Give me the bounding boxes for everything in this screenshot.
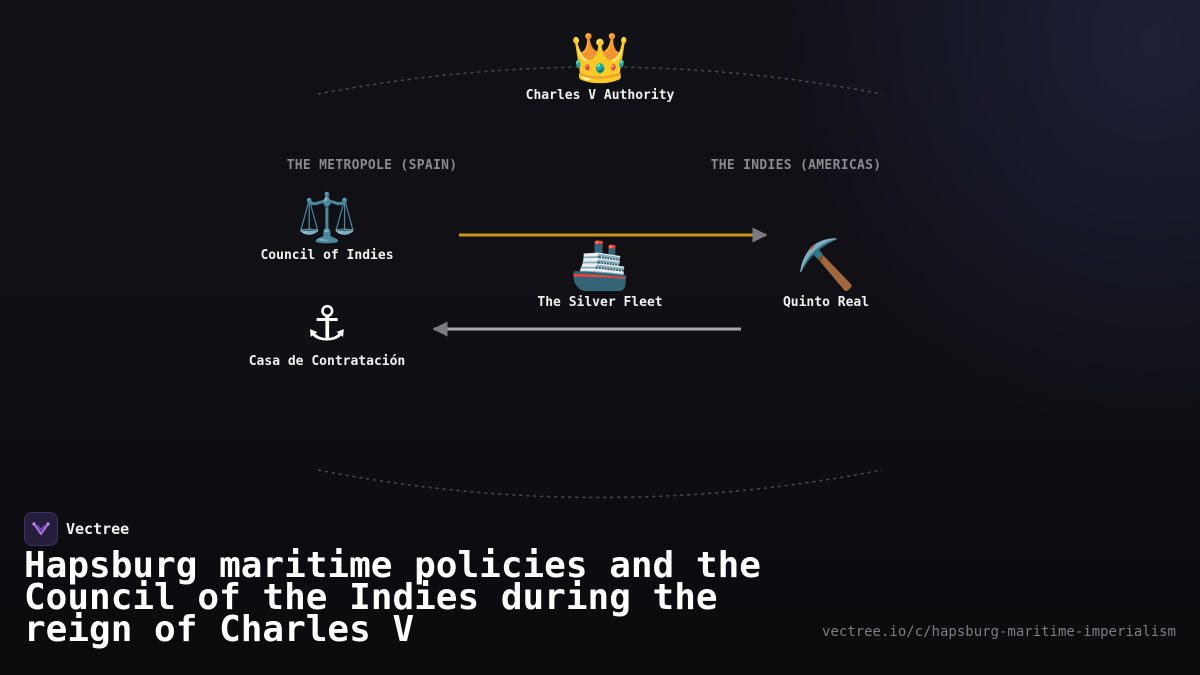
quinto-real-label: Quinto Real <box>782 295 870 310</box>
anchor-icon: ⚓ <box>305 296 349 352</box>
brand-name: Vectree <box>66 520 130 538</box>
ship-icon: 🚢 <box>570 237 630 293</box>
region-indies: THE INDIES (AMERICAS) <box>710 158 882 173</box>
scales-icon: ⚖️ <box>297 190 357 246</box>
silver-fleet-label: The Silver Fleet <box>537 295 663 310</box>
quinto-real-node: ⛏️ Quinto Real <box>783 237 869 310</box>
bottom-dashed-arc <box>317 469 883 499</box>
silver-fleet-node: 🚢 The Silver Fleet <box>537 237 662 310</box>
casa-node: ⚓ Casa de Contratación <box>249 296 406 369</box>
page-title: Hapsburg maritime policies and the Counc… <box>24 545 761 650</box>
charles-v-label: Charles V Authority <box>525 88 675 103</box>
brand: Vectree <box>24 512 129 546</box>
vectree-logo-icon <box>24 512 58 546</box>
region-metropole: THE METROPOLE (SPAIN) <box>286 158 458 173</box>
council-node: ⚖️ Council of Indies <box>260 190 393 263</box>
casa-label: Casa de Contratación <box>248 354 406 369</box>
source-url[interactable]: vectree.io/c/hapsburg-maritime-imperiali… <box>821 624 1176 640</box>
pick-icon: ⛏️ <box>796 237 856 293</box>
council-label: Council of Indies <box>260 248 394 263</box>
crown-icon: 👑 <box>570 30 630 86</box>
top-dashed-arc <box>317 66 883 95</box>
charles-v-node: 👑 Charles V Authority <box>526 30 675 103</box>
